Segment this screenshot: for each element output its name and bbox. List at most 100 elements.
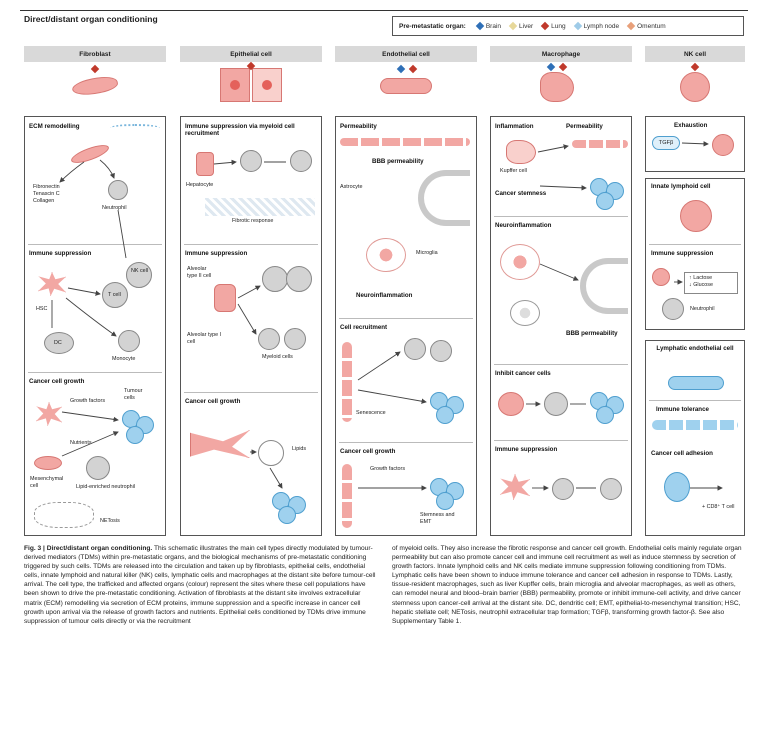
growth-factors-label: Growth factors: [70, 398, 106, 404]
legend-title: Pre-metastatic organ:: [399, 22, 466, 30]
inflammation-label: Inflammation: [495, 123, 534, 130]
dc-cell: [44, 332, 74, 354]
separator: [339, 318, 473, 319]
tumour-cell: [436, 492, 454, 510]
myeloid-cell: [284, 328, 306, 350]
tumour-cells-label: Tumour cells: [124, 388, 143, 401]
nk-label: NK cell: [131, 268, 149, 274]
mac-microglia-cell: [500, 244, 540, 280]
neutrophil-cell: [108, 180, 128, 200]
lipid-label: Lipid-enriched neutrophil: [76, 484, 136, 490]
nk-cell: [126, 262, 152, 288]
arrow: [67, 287, 101, 296]
neutrophil-label: Neutrophil: [102, 205, 127, 211]
caption-right-text: of myeloid cells. They also increase the…: [392, 545, 742, 625]
arrow: [59, 161, 85, 183]
adherent-tumour-cell: [664, 472, 690, 502]
inhibit-line: [117, 209, 127, 259]
hsc-label: HSC: [36, 306, 48, 312]
column-header-endothelial: Endothelial cell: [335, 46, 477, 62]
endo-neuroinflammation-label: Neuroinflammation: [356, 292, 413, 299]
column-header-epithelial: Epithelial cell: [180, 46, 322, 62]
lipid-droplet: [258, 440, 284, 466]
separator: [339, 442, 473, 443]
separator: [649, 400, 741, 401]
legend-item-brain: Brain: [475, 21, 501, 31]
arrow: [537, 144, 569, 153]
endo-growth-label: Cancer cell growth: [340, 448, 396, 455]
cd8-label: + CD8⁺ T cell: [702, 504, 735, 510]
hepatocyte-label: Hepatocyte: [186, 182, 214, 188]
caption-label: Fig. 3 | Direct/distant organ conditioni…: [24, 545, 153, 552]
endothelial-header-cell: [380, 78, 432, 94]
stemness-label-mac: Cancer stemness: [495, 190, 547, 197]
monocyte-label: Monocyte: [112, 356, 136, 362]
microglia-label: Microglia: [416, 250, 438, 256]
innate-lymphoid-panel: [645, 178, 745, 330]
ecm-list: Fibronectin Tenascin C Collagen: [33, 184, 60, 204]
vessel-vertical: [342, 464, 352, 528]
hepatocyte-cell: [196, 152, 214, 176]
separator: [649, 244, 741, 245]
caption-left-text: This schematic illustrates the main cell…: [24, 545, 376, 625]
epithelial-immune2-label: Immune suppression: [185, 250, 248, 257]
fibrotic-label: Fibrotic response: [232, 218, 274, 224]
alveolar2-label: Alveolar type I cell: [187, 332, 222, 345]
mac-permeability-label: Permeability: [566, 123, 603, 130]
astrocyte-label: Astrocyte: [340, 184, 363, 190]
immune-cell: [430, 340, 452, 362]
alveolar-cell: [214, 284, 236, 312]
arrow: [681, 141, 709, 147]
mac-immune-label: Immune suppression: [495, 446, 558, 453]
lymphatic-label: Lymphatic endothelial cell: [656, 345, 734, 352]
immune-cell: [404, 338, 426, 360]
epithelial-header-cell: [220, 68, 282, 102]
endothelial-layer: [340, 138, 470, 146]
nk-neutrophil-label: Neutrophil: [690, 306, 715, 312]
immune-cell: [600, 478, 622, 500]
mesenchymal-label: Mesenchymal cell: [30, 476, 64, 489]
caption-right: of myeloid cells. They also increase the…: [392, 544, 744, 626]
endothelial-permeability-label: Permeability: [340, 123, 377, 130]
lipids-label: Lipids: [292, 446, 307, 452]
tumour-cell: [596, 406, 614, 424]
caption-left: Fig. 3 | Direct/distant organ conditioni…: [24, 544, 376, 626]
mesenchymal-cell: [34, 456, 62, 470]
separator: [184, 392, 318, 393]
arrow: [539, 185, 587, 191]
lactose-label: ↑ Lactose: [689, 275, 713, 281]
metabolite-box: ↑ Lactose ↓ Glucose: [684, 272, 738, 294]
mac-neuron-cell: [510, 300, 540, 326]
alveolar1-label: Alveolar type II cell: [187, 266, 212, 279]
nk-immune-label: Immune suppression: [651, 250, 714, 257]
tgfb-badge: TGFβ: [652, 136, 680, 150]
figure-title: Direct/distant organ conditioning: [24, 14, 158, 24]
immune-cell: [544, 392, 568, 416]
myeloid-cell: [290, 150, 312, 172]
ecm-fiber: [110, 124, 160, 132]
legend-item-liver: Liver: [508, 21, 533, 31]
innate-cell: [680, 200, 712, 232]
mac-bbb-vessel: [580, 258, 628, 314]
tgfb-label: TGFβ: [658, 140, 674, 146]
nets-label: NETosis: [100, 518, 120, 524]
inhibit-label: Inhibit cancer cells: [495, 370, 551, 377]
monocyte-cell: [118, 330, 140, 352]
lymphatic-panel: [645, 340, 745, 536]
legend-item-omentum: Omentum: [626, 21, 666, 31]
macrophage-header-cell: [540, 72, 574, 102]
separator: [494, 364, 628, 365]
vessel-vertical: [342, 342, 352, 422]
nk-exhausted-cell: [712, 134, 734, 156]
mac-neuroinflammation-label: Neuroinflammation: [495, 222, 552, 229]
top-rule: [20, 10, 748, 11]
tolerance-label: Immune tolerance: [656, 406, 709, 413]
recruitment-label: Cell recruitment: [340, 324, 388, 331]
myeloid-label: Myeloid cells: [262, 354, 293, 360]
tumour-cell: [126, 426, 144, 444]
arrow: [539, 263, 579, 281]
glucose-label: ↓ Glucose: [689, 282, 713, 289]
arrow: [61, 411, 119, 423]
legend-item-lymph-node: Lymph node: [573, 21, 619, 31]
epithelial-growth-label: Cancer cell growth: [185, 398, 241, 405]
